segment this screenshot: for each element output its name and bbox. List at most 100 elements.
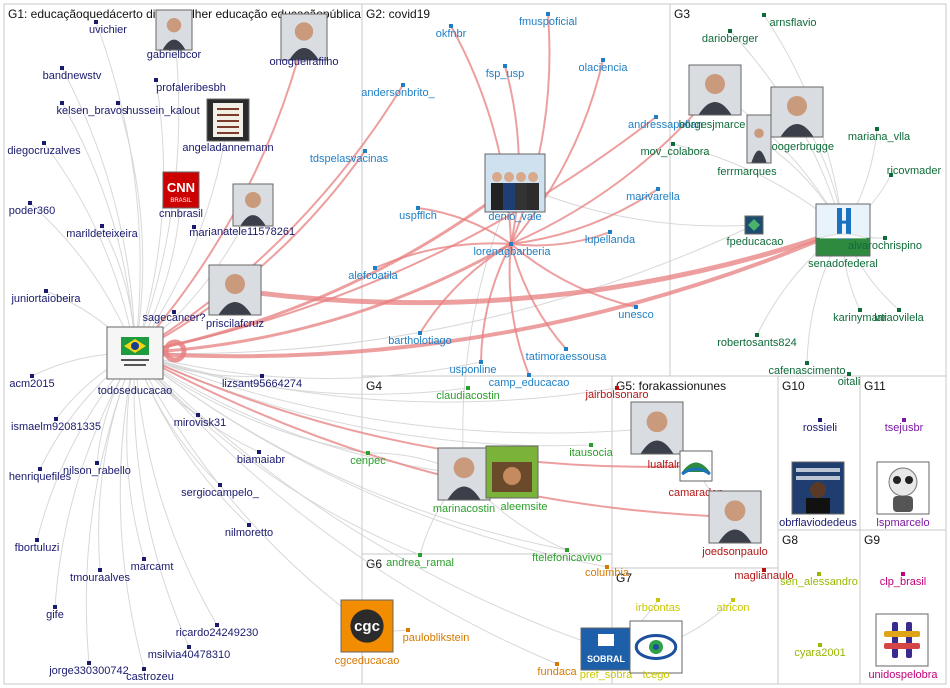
node-anatele11578261[interactable]: anatele11578261	[211, 183, 295, 238]
node-lizsant95664274[interactable]: lizsant95664274	[222, 374, 302, 390]
node-columbia[interactable]: columbia	[585, 565, 630, 579]
node-angeladannemann[interactable]: angeladannemann	[182, 98, 274, 154]
sobral-logo-icon: SOBRAL	[580, 627, 632, 671]
node-mov_colabora[interactable]: mov_colabora	[640, 142, 710, 158]
node-denio_vale[interactable]: denio_vale	[484, 153, 546, 223]
node-senadofederal[interactable]: senadofederal	[808, 203, 878, 270]
node-cenpec[interactable]: cenpec	[350, 451, 386, 467]
node-nilmoretto[interactable]: nilmoretto	[225, 523, 273, 539]
node-jairbolsonaro[interactable]: jairbolsonaro	[585, 386, 649, 401]
node-hussein_kalout[interactable]: hussein_kalout	[116, 101, 200, 117]
node-obrflaviodedeus[interactable]: obrflaviodedeus	[779, 461, 857, 529]
node-ismaelm92081335[interactable]: ismaelm92081335	[11, 417, 101, 433]
node-andrea_ramal[interactable]: andrea_ramal	[386, 553, 454, 569]
node-alefcoatila[interactable]: alefcoatila	[348, 266, 399, 282]
node-irbcontas[interactable]: irbcontas	[636, 598, 681, 614]
node-karinymartins[interactable]: karinymarti	[833, 308, 887, 324]
node-maglianaulo[interactable]: maglianaulo	[734, 568, 794, 582]
node-tatimoraessousa[interactable]: tatimoraessousa	[526, 347, 608, 363]
node-jorge330300742[interactable]: jorge330300742	[48, 661, 129, 677]
node-joedsonpaulo[interactable]: joedsonpaulo	[701, 490, 768, 558]
node-cafenascimento[interactable]: cafenascimento	[768, 361, 846, 377]
node-poder360[interactable]: poder360	[9, 201, 56, 217]
node-aleemsite[interactable]: aleemsite	[485, 445, 548, 513]
node-fundacaolemann[interactable]: fundaca	[537, 662, 577, 678]
node-usponline[interactable]: usponline	[449, 360, 497, 376]
node-gabrielbcor[interactable]: gabrielbcor	[147, 9, 202, 61]
node-oitalima[interactable]: oitali	[838, 372, 861, 388]
node-juniortaioabeira[interactable]: juniortaiobeira	[10, 289, 81, 305]
node-clp_brasil[interactable]: clp_brasil	[880, 572, 926, 588]
node-lfhoogerbrugge[interactable]: lfhoogerbrugge	[760, 86, 834, 153]
node-lorenagbarberia[interactable]: lorenagbarberia	[473, 242, 551, 258]
node-unidospelobrasil[interactable]: unidospelobra	[868, 613, 938, 681]
node-lspmarcelo[interactable]: lspmarcelo	[876, 461, 930, 529]
node-acm2015[interactable]: acm2015	[9, 374, 55, 390]
node-gife[interactable]: gife	[46, 605, 64, 621]
node-cyara2001[interactable]: cyara2001	[794, 643, 846, 659]
node-tdspelasvacinas[interactable]: tdspelasvacinas	[310, 149, 389, 165]
node-arnsflavio[interactable]: arnsflavio	[762, 13, 817, 29]
node-bartholotiago[interactable]: bartholotiago	[388, 331, 452, 347]
node-borgesjmarcelo[interactable]: borgesjmarce	[679, 64, 746, 131]
node-msilvia40478310[interactable]: msilvia40478310	[148, 645, 231, 661]
node-nilson_rabello[interactable]: nilson_rabello	[63, 461, 131, 477]
node-label: henriquefiles	[9, 471, 72, 483]
node-camp_educacao[interactable]: camp_educacao	[489, 373, 570, 389]
node-fbortuluzi[interactable]: fbortuluzi	[15, 538, 60, 554]
node-kelsen_bravos[interactable]: kelsen_bravos	[57, 101, 128, 117]
node-bandnewstv[interactable]: bandnewstv	[43, 66, 102, 82]
node-marivarella[interactable]: marivarella	[626, 187, 681, 203]
node-sen_alessandro[interactable]: sen_alessandro	[780, 572, 858, 588]
node-tsejusbr[interactable]: tsejusbr	[885, 418, 924, 434]
node-label: okfnbr	[436, 28, 467, 40]
node-olaciencia[interactable]: olaciencia	[579, 58, 629, 74]
node-laraovilela[interactable]: laraovilela	[874, 308, 925, 324]
node-andressapellanda[interactable]: andressapellan	[628, 115, 703, 131]
node-unesco[interactable]: unesco	[618, 305, 654, 321]
node-rossieli[interactable]: rossieli	[803, 418, 837, 434]
node-mari_cut[interactable]: mari	[189, 225, 211, 239]
node-itausocial[interactable]: itausocia	[569, 443, 614, 459]
node-pauloblikstein[interactable]: pauloblikstein	[403, 628, 470, 644]
node-castrozeu[interactable]: castrozeu	[126, 667, 174, 683]
node-ftelefonicavivo[interactable]: ftelefonicavivo	[532, 548, 602, 564]
node-mirovisk31[interactable]: mirovisk31	[174, 413, 227, 429]
node-ferrmarques[interactable]: ferrmarques	[717, 114, 777, 178]
node-fpeducacao[interactable]: fpeducacao	[727, 215, 784, 248]
node-atricon[interactable]: atricon	[716, 598, 750, 614]
node-andersonbrito_[interactable]: andersonbrito_	[361, 83, 436, 99]
node-diegocruzalves[interactable]: diegocruzalves	[7, 141, 81, 157]
node-onogueirafilho[interactable]: onogueirafilho	[269, 13, 339, 68]
node-marinacostin[interactable]: marinacostin	[433, 447, 495, 515]
node-profaleribesbh[interactable]: profaleribesbh	[154, 78, 226, 94]
node-ricovmader[interactable]: ricovmader	[887, 165, 942, 177]
node-camaradeputados[interactable]: camaradep	[668, 450, 724, 499]
node-sergiocampelo_[interactable]: sergiocampelo_	[181, 483, 260, 499]
node-marcamt[interactable]: marcamt	[131, 557, 174, 573]
node-biamaiabr[interactable]: biamaiabr	[237, 450, 286, 466]
node-uspfflch[interactable]: uspfflch	[399, 206, 437, 222]
node-priscilafcruz[interactable]: priscilafcruz	[206, 264, 264, 330]
node-fsp_usp[interactable]: fsp_usp	[486, 64, 525, 80]
node-fmusposficial[interactable]: fmuspoficial	[519, 12, 577, 28]
node-darioberger[interactable]: darioberger	[702, 29, 759, 45]
node-claudiacostin[interactable]: claudiacostin	[436, 386, 500, 402]
node-tcego[interactable]: tcego	[629, 620, 683, 681]
node-sagecancer[interactable]: sagecancer?	[143, 310, 206, 324]
node-tmouraalves[interactable]: tmouraalves	[70, 568, 130, 584]
node-henriquefiles[interactable]: henriquefiles	[9, 467, 72, 483]
node-lupellanda[interactable]: lupellanda	[585, 230, 636, 246]
node-marildeteixeira[interactable]: marildeteixeira	[66, 224, 139, 240]
node-robertosants824[interactable]: robertosants824	[717, 333, 797, 349]
node-uvichier[interactable]: uvichier	[89, 20, 127, 36]
node-lualfalmeida[interactable]: lualfalmeida	[630, 401, 707, 471]
node-mariana_vlla[interactable]: mariana_vlla	[848, 127, 911, 143]
node-alvarochrispino[interactable]: alvarochrispino	[848, 236, 922, 252]
node-okfnbr[interactable]: okfnbr	[436, 24, 467, 40]
node-ricardo24249230[interactable]: ricardo24249230	[176, 623, 259, 639]
node-todoseducacao[interactable]: todoseducacao	[98, 326, 173, 397]
